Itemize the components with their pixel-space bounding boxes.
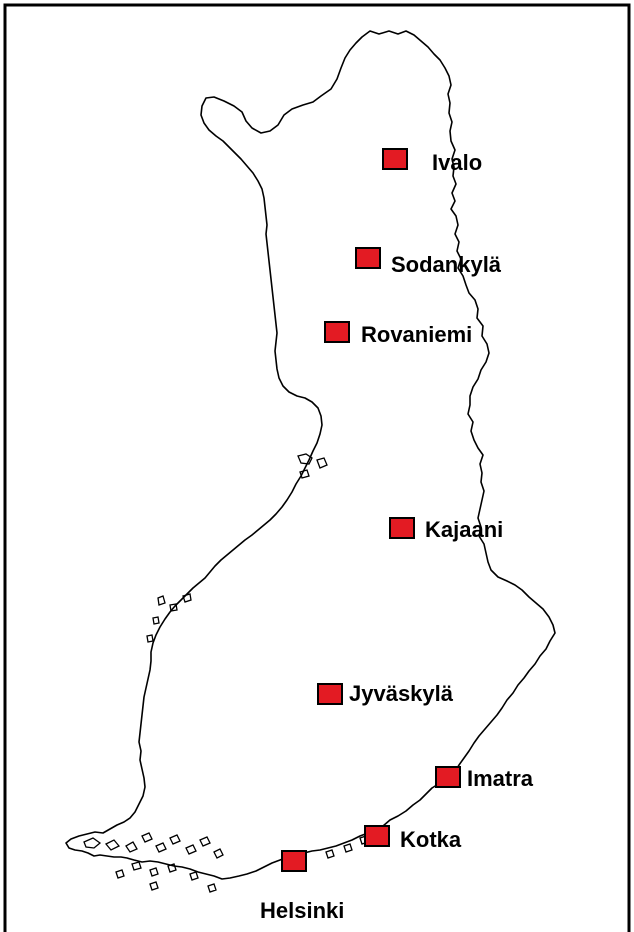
island xyxy=(125,841,138,853)
island xyxy=(325,849,335,859)
city-label-jyvaskyla: Jyväskylä xyxy=(349,681,454,706)
city-marker-ivalo xyxy=(382,148,408,170)
island xyxy=(104,839,121,851)
island xyxy=(213,848,224,859)
island xyxy=(149,867,159,877)
city-marker-helsinki xyxy=(281,850,307,872)
city-marker-rovaniemi xyxy=(324,321,350,343)
city-label-kotka: Kotka xyxy=(400,827,462,852)
city-label-sodankyla: Sodankylä xyxy=(391,252,502,277)
island xyxy=(189,871,199,881)
city-label-ivalo: Ivalo xyxy=(432,150,482,175)
island xyxy=(316,457,328,469)
island xyxy=(169,834,181,845)
island xyxy=(182,593,192,603)
city-marker-imatra xyxy=(435,766,461,788)
island xyxy=(115,869,125,879)
city-markers xyxy=(281,148,461,872)
island xyxy=(83,837,102,849)
island xyxy=(343,843,353,853)
city-marker-kajaani xyxy=(389,517,415,539)
island xyxy=(149,881,159,891)
island xyxy=(207,883,217,893)
island xyxy=(131,861,142,871)
island xyxy=(157,595,166,606)
island xyxy=(152,616,160,625)
island xyxy=(146,634,154,643)
city-marker-jyvaskyla xyxy=(317,683,343,705)
island xyxy=(155,842,167,853)
finland-outline xyxy=(65,30,556,880)
island xyxy=(297,453,313,465)
city-marker-sodankyla xyxy=(355,247,381,269)
island xyxy=(167,863,177,873)
city-label-imatra: Imatra xyxy=(467,766,534,791)
island xyxy=(199,836,211,847)
city-label-rovaniemi: Rovaniemi xyxy=(361,322,472,347)
coastal-islands xyxy=(83,453,369,893)
city-labels: Ivalo Sodankylä Rovaniemi Kajaani Jyväsk… xyxy=(260,150,534,923)
island xyxy=(169,603,178,612)
city-marker-kotka xyxy=(364,825,390,847)
city-label-helsinki: Helsinki xyxy=(260,898,344,923)
map-frame-border xyxy=(3,3,631,932)
island xyxy=(141,832,153,843)
island xyxy=(299,469,310,479)
city-label-kajaani: Kajaani xyxy=(425,517,503,542)
island xyxy=(185,844,197,855)
